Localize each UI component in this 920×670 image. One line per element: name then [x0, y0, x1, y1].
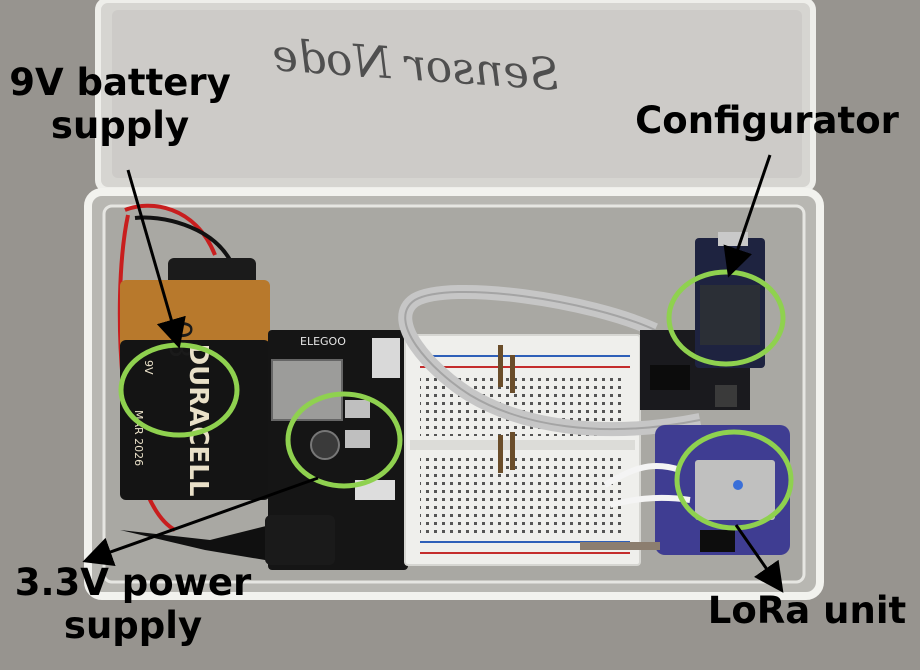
configurator-label-text: Configurator	[635, 99, 899, 142]
battery: 08 DURACELL 9V MAR 2026	[120, 258, 270, 500]
configurator-arrow	[723, 154, 772, 278]
battery-label: 9V battery supply	[4, 61, 236, 147]
power-label-line2: supply	[63, 603, 203, 647]
lora-highlight-ring	[674, 429, 794, 531]
battery-brand: DURACELL	[183, 344, 213, 497]
power-arrow	[82, 476, 319, 567]
power-module: ELEGOO	[268, 330, 408, 570]
battery-arrow	[126, 169, 186, 349]
lora-arrow	[734, 524, 784, 593]
configurator-board	[640, 232, 765, 410]
power-supply-label: 3.3V power supply	[2, 561, 264, 647]
configurator-label: Configurator	[632, 99, 902, 143]
lora-label: LoRa unit	[700, 589, 914, 633]
power-highlight-ring	[285, 391, 403, 489]
lora-label-text: LoRa unit	[707, 589, 907, 632]
battery-label-line2: supply	[50, 103, 190, 147]
battery-label-line1: 9V battery	[9, 61, 231, 104]
battery-voltage: 9V	[142, 360, 155, 375]
module-brand: ELEGOO	[300, 335, 346, 348]
power-label-line1: 3.3V power	[14, 561, 252, 604]
